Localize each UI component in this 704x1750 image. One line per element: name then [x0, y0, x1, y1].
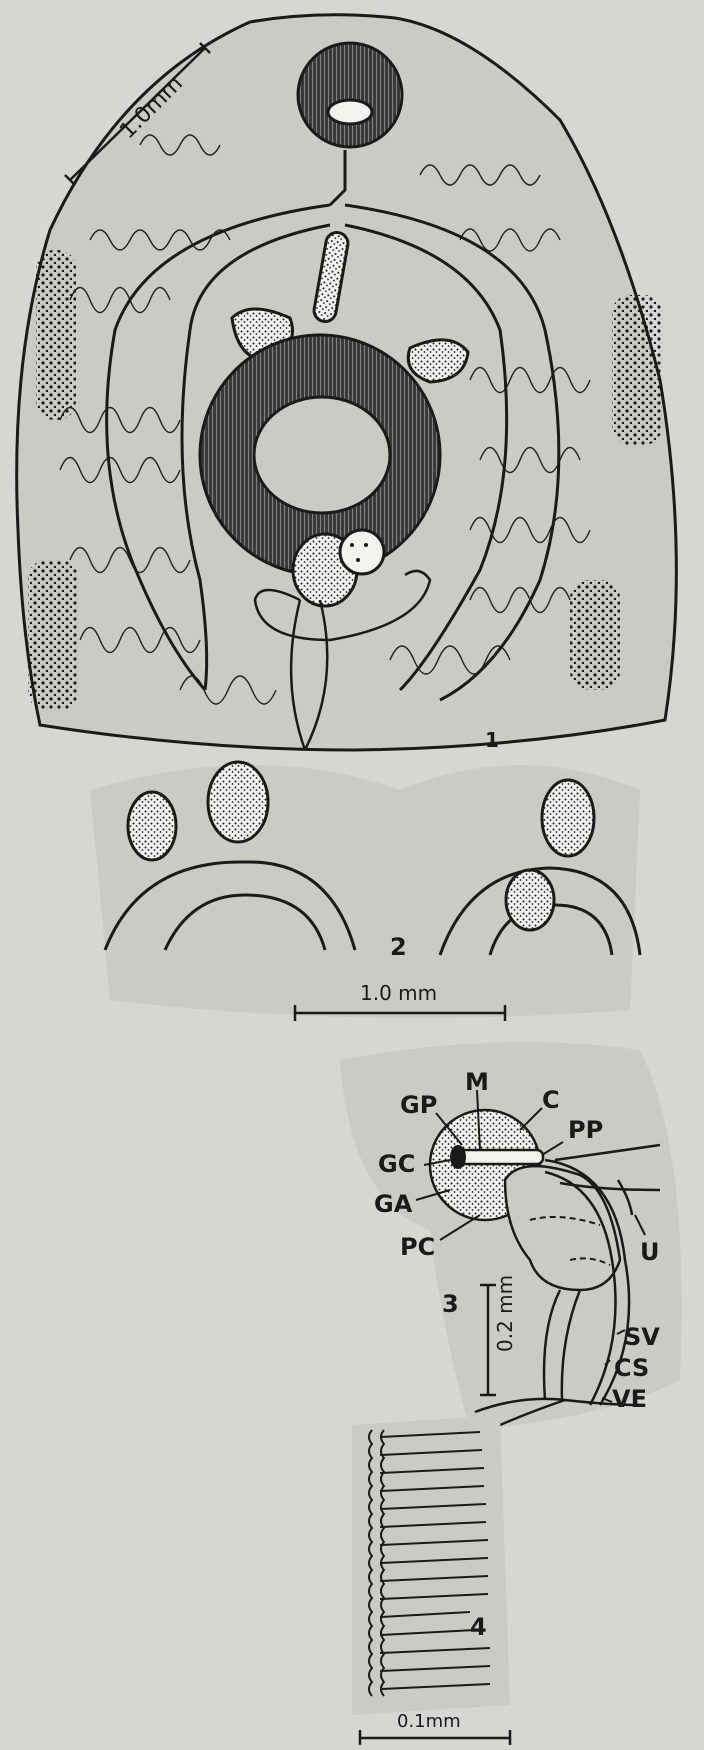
testis-fig2-b [208, 762, 268, 842]
figure-number-4: 4 [470, 1613, 487, 1641]
vitellaria-right-lower [570, 580, 620, 690]
figure-number-3: 3 [442, 1290, 459, 1318]
label-GP: GP [400, 1091, 437, 1119]
oral-sucker-opening [328, 100, 372, 124]
label-M: M [465, 1068, 489, 1096]
seminal-receptacle [340, 530, 384, 574]
figure-number-1: 1 [485, 728, 499, 752]
label-PC: PC [400, 1233, 435, 1261]
cirrus [455, 1150, 543, 1164]
figure-3-genital-complex: M C GP PP GC GA U PC SV CS VE 3 0.2 mm [340, 1042, 682, 1430]
figure-4-plate [352, 1415, 510, 1715]
label-PP: PP [568, 1116, 603, 1144]
testis-fig2-a [128, 792, 176, 860]
testis-fig2-c [542, 780, 594, 856]
label-VE: VE [612, 1385, 647, 1413]
genital-pore [450, 1145, 466, 1169]
label-GC: GC [378, 1150, 415, 1178]
vitellaria-left-lower [28, 560, 78, 710]
ventral-sucker-cavity [254, 397, 390, 513]
label-U: U [640, 1238, 660, 1266]
figure-4-tegument-spines: 4 0.1mm [352, 1415, 510, 1745]
vitellaria-right-upper [612, 295, 662, 445]
testis-fig2-d [506, 870, 554, 930]
scale-label-fig2: 1.0 mm [360, 981, 437, 1005]
label-C: C [542, 1086, 560, 1114]
oral-sucker [298, 43, 402, 147]
vitellaria-left-upper [36, 250, 76, 420]
scale-label-fig3: 0.2 mm [493, 1275, 517, 1352]
scale-label-fig4: 0.1mm [397, 1711, 461, 1732]
label-SV: SV [624, 1323, 660, 1351]
label-CS: CS [614, 1354, 649, 1382]
figure-number-2: 2 [390, 933, 407, 961]
figure-1-whole-worm: 1.0mm 1 [17, 15, 677, 752]
figure-2-testes-variation: 2 1.0 mm [90, 762, 640, 1021]
label-GA: GA [374, 1190, 413, 1218]
